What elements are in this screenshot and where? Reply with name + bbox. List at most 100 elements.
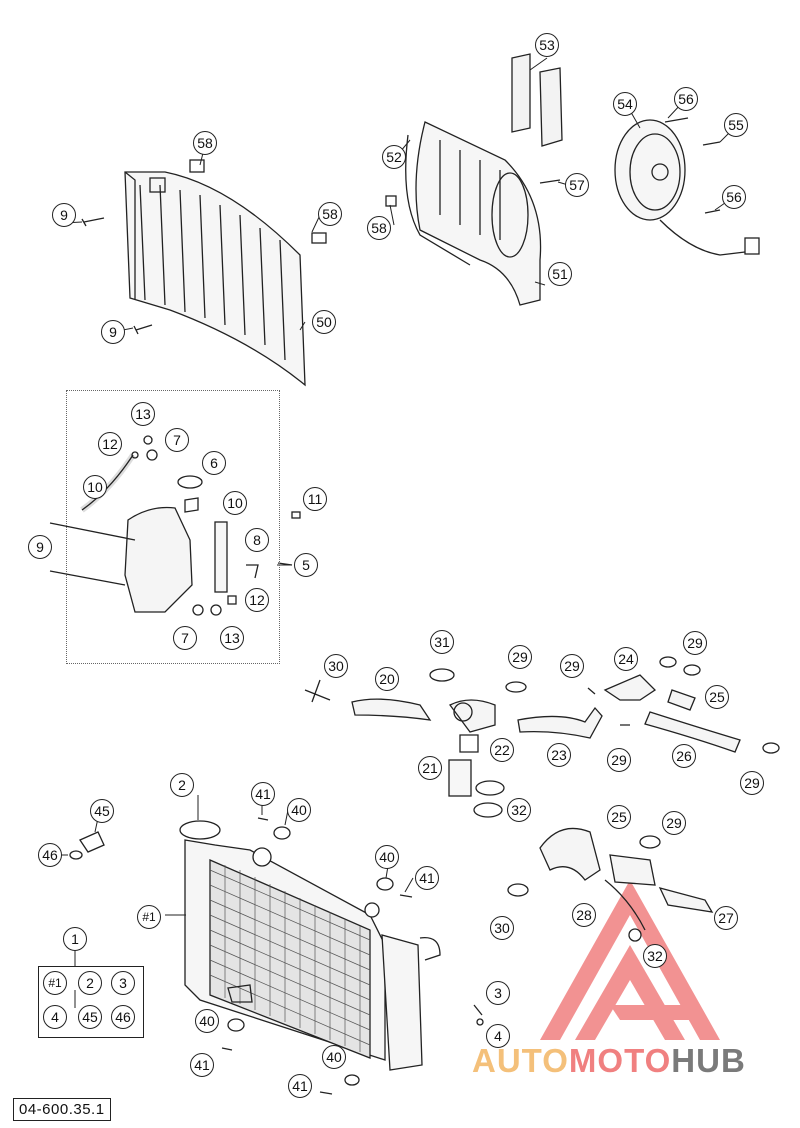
callout-29-d[interactable]: 29: [607, 748, 631, 772]
callout-7-upper[interactable]: 7: [165, 428, 189, 452]
callout-1[interactable]: 1: [63, 927, 87, 951]
watermark-part-moto: MOTO: [568, 1042, 672, 1079]
callout-31[interactable]: 31: [430, 630, 454, 654]
callout-30-lower[interactable]: 30: [490, 916, 514, 940]
grommet-40c: [227, 1018, 245, 1032]
callout-32-lower[interactable]: 32: [643, 944, 667, 968]
callout-2[interactable]: 2: [170, 773, 194, 797]
callout-46[interactable]: 46: [38, 843, 62, 867]
callout-45[interactable]: 45: [90, 799, 114, 823]
callout-22[interactable]: 22: [490, 738, 514, 762]
grommet-40b: [376, 877, 394, 891]
callout-9-lower[interactable]: 9: [101, 320, 125, 344]
callout-55[interactable]: 55: [724, 113, 748, 137]
callout-6[interactable]: 6: [202, 451, 226, 475]
callout-23[interactable]: 23: [547, 743, 571, 767]
callout-51[interactable]: 51: [548, 262, 572, 286]
kit-item-2[interactable]: 2: [78, 971, 102, 995]
callout-40-a[interactable]: 40: [287, 798, 311, 822]
callout-54[interactable]: 54: [613, 92, 637, 116]
watermark-text: AUTOMOTOHUB: [472, 1042, 746, 1080]
callout-25-upper[interactable]: 25: [705, 685, 729, 709]
callout-41-d[interactable]: 41: [288, 1074, 312, 1098]
callout-57[interactable]: 57: [565, 173, 589, 197]
callout-58-housing[interactable]: 58: [367, 216, 391, 240]
nut-58: [385, 195, 397, 207]
watermark-part-hub: HUB: [671, 1042, 746, 1079]
callout-41-b[interactable]: 41: [415, 866, 439, 890]
callout-26[interactable]: 26: [672, 744, 696, 768]
callout-41-c[interactable]: 41: [190, 1053, 214, 1077]
callout-41-a[interactable]: 41: [251, 782, 275, 806]
kit-item-3[interactable]: 3: [111, 971, 135, 995]
callout-8[interactable]: 8: [245, 528, 269, 552]
grommet-40a: [273, 826, 291, 840]
grommet-40d: [344, 1074, 360, 1086]
callout-40-c[interactable]: 40: [195, 1009, 219, 1033]
callout-13-lower[interactable]: 13: [220, 626, 244, 650]
kit-item-4[interactable]: 4: [43, 1005, 67, 1029]
callout-20[interactable]: 20: [375, 667, 399, 691]
shroud-50: [124, 159, 327, 387]
watermark-triangle: [540, 880, 720, 1040]
callout-28[interactable]: 28: [572, 903, 596, 927]
callout-9-tank[interactable]: 9: [28, 535, 52, 559]
callout-3[interactable]: 3: [486, 981, 510, 1005]
kit-item-45[interactable]: 45: [78, 1005, 102, 1029]
callout-32-upper[interactable]: 32: [507, 798, 531, 822]
callout-21[interactable]: 21: [418, 756, 442, 780]
kit-item-46[interactable]: 46: [111, 1005, 135, 1029]
callout-9-upper[interactable]: 9: [52, 203, 76, 227]
callout-7-lower[interactable]: 7: [173, 626, 197, 650]
fan-54: [614, 117, 760, 256]
callout-53[interactable]: 53: [535, 33, 559, 57]
callout-40-d[interactable]: 40: [322, 1045, 346, 1069]
drawing-reference-number: 04-600.35.1: [13, 1098, 111, 1121]
callout-29-f[interactable]: 29: [662, 811, 686, 835]
callout-58-right[interactable]: 58: [318, 202, 342, 226]
radiator-1: [179, 820, 441, 1071]
callout-40-b[interactable]: 40: [375, 845, 399, 869]
sensor-45: [79, 831, 105, 853]
callout-29-c[interactable]: 29: [683, 631, 707, 655]
callout-5[interactable]: 5: [294, 553, 318, 577]
kit-item-hash1[interactable]: #1: [43, 971, 67, 995]
callout-52[interactable]: 52: [382, 145, 406, 169]
expansion-tank-5: [49, 435, 301, 616]
plates-53: [511, 53, 563, 147]
callout-25-lower[interactable]: 25: [607, 805, 631, 829]
screw-57: [539, 179, 561, 184]
hoses-group: [304, 656, 780, 818]
oring-46: [69, 850, 83, 860]
watermark-part-auto: AUTO: [472, 1042, 569, 1079]
callout-50[interactable]: 50: [312, 310, 336, 334]
screw-9b: [133, 324, 153, 335]
callout-hash1[interactable]: #1: [137, 905, 161, 929]
screw-41a: [257, 817, 269, 821]
callout-24[interactable]: 24: [614, 647, 638, 671]
hoses-lower: [507, 827, 714, 942]
callout-30-upper[interactable]: 30: [324, 654, 348, 678]
callout-11[interactable]: 11: [303, 487, 327, 511]
callout-58-top[interactable]: 58: [193, 131, 217, 155]
screw-41c: [221, 1047, 233, 1051]
callout-4[interactable]: 4: [486, 1024, 510, 1048]
screw-9a: [81, 217, 105, 227]
callout-56[interactable]: 56: [674, 87, 698, 111]
screw-41b: [399, 894, 413, 898]
callout-12-lower[interactable]: 12: [245, 588, 269, 612]
callout-56-lower[interactable]: 56: [722, 185, 746, 209]
callout-13-upper[interactable]: 13: [131, 402, 155, 426]
washer-4: [476, 1018, 484, 1026]
callout-29-b[interactable]: 29: [560, 654, 584, 678]
callout-12-upper[interactable]: 12: [98, 432, 122, 456]
callout-29-e[interactable]: 29: [740, 771, 764, 795]
callout-10-right[interactable]: 10: [223, 491, 247, 515]
screw-41d: [319, 1091, 333, 1095]
callout-27[interactable]: 27: [714, 906, 738, 930]
bolt-3: [473, 1004, 483, 1016]
callout-10-left[interactable]: 10: [83, 475, 107, 499]
callout-29-a[interactable]: 29: [508, 645, 532, 669]
expansion-tank-group-frame: [66, 390, 280, 664]
